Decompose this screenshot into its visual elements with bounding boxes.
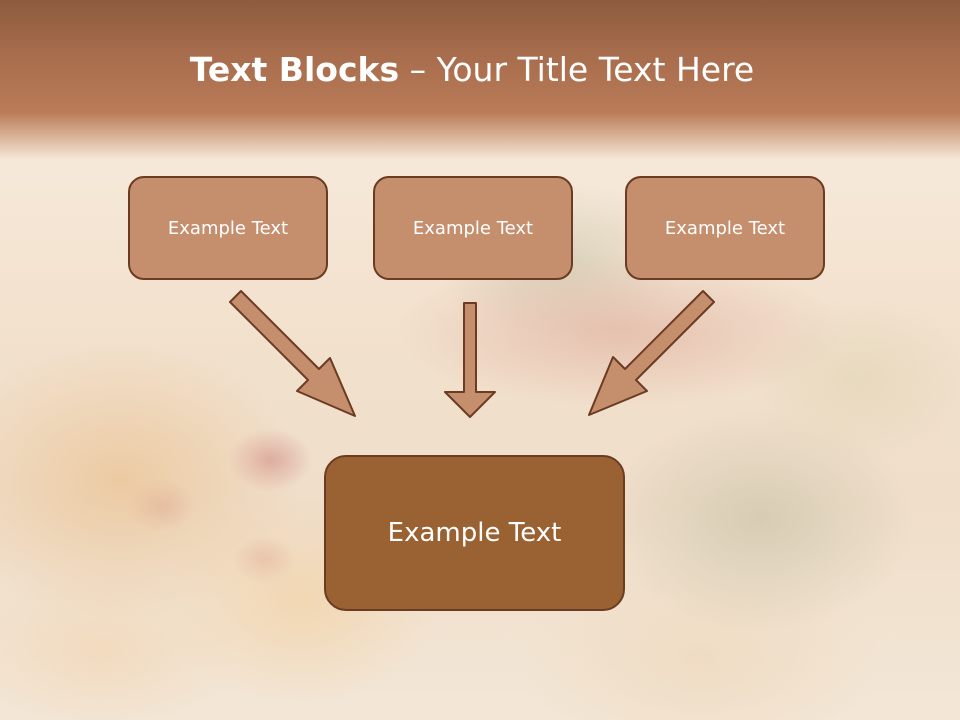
slide-title-separator: – [399, 50, 437, 89]
arrow-right-diagonal [588, 290, 715, 416]
text-block-top-right[interactable]: Example Text [625, 176, 825, 280]
text-block-bottom-label: Example Text [387, 518, 562, 548]
text-block-top-left[interactable]: Example Text [128, 176, 328, 280]
text-block-top-right-label: Example Text [664, 217, 786, 239]
title-band [0, 0, 960, 160]
slide-title-bold: Text Blocks [189, 50, 400, 89]
arrow-center-down [444, 302, 496, 418]
text-block-bottom[interactable]: Example Text [324, 455, 625, 611]
text-block-top-center[interactable]: Example Text [373, 176, 573, 280]
arrow-left-diagonal [229, 290, 356, 417]
text-block-top-left-label: Example Text [167, 217, 289, 239]
slide-title: Text Blocks – Your Title Text Here [0, 50, 944, 89]
slide-title-rest: Your Title Text Here [436, 50, 755, 89]
text-block-top-center-label: Example Text [412, 217, 534, 239]
